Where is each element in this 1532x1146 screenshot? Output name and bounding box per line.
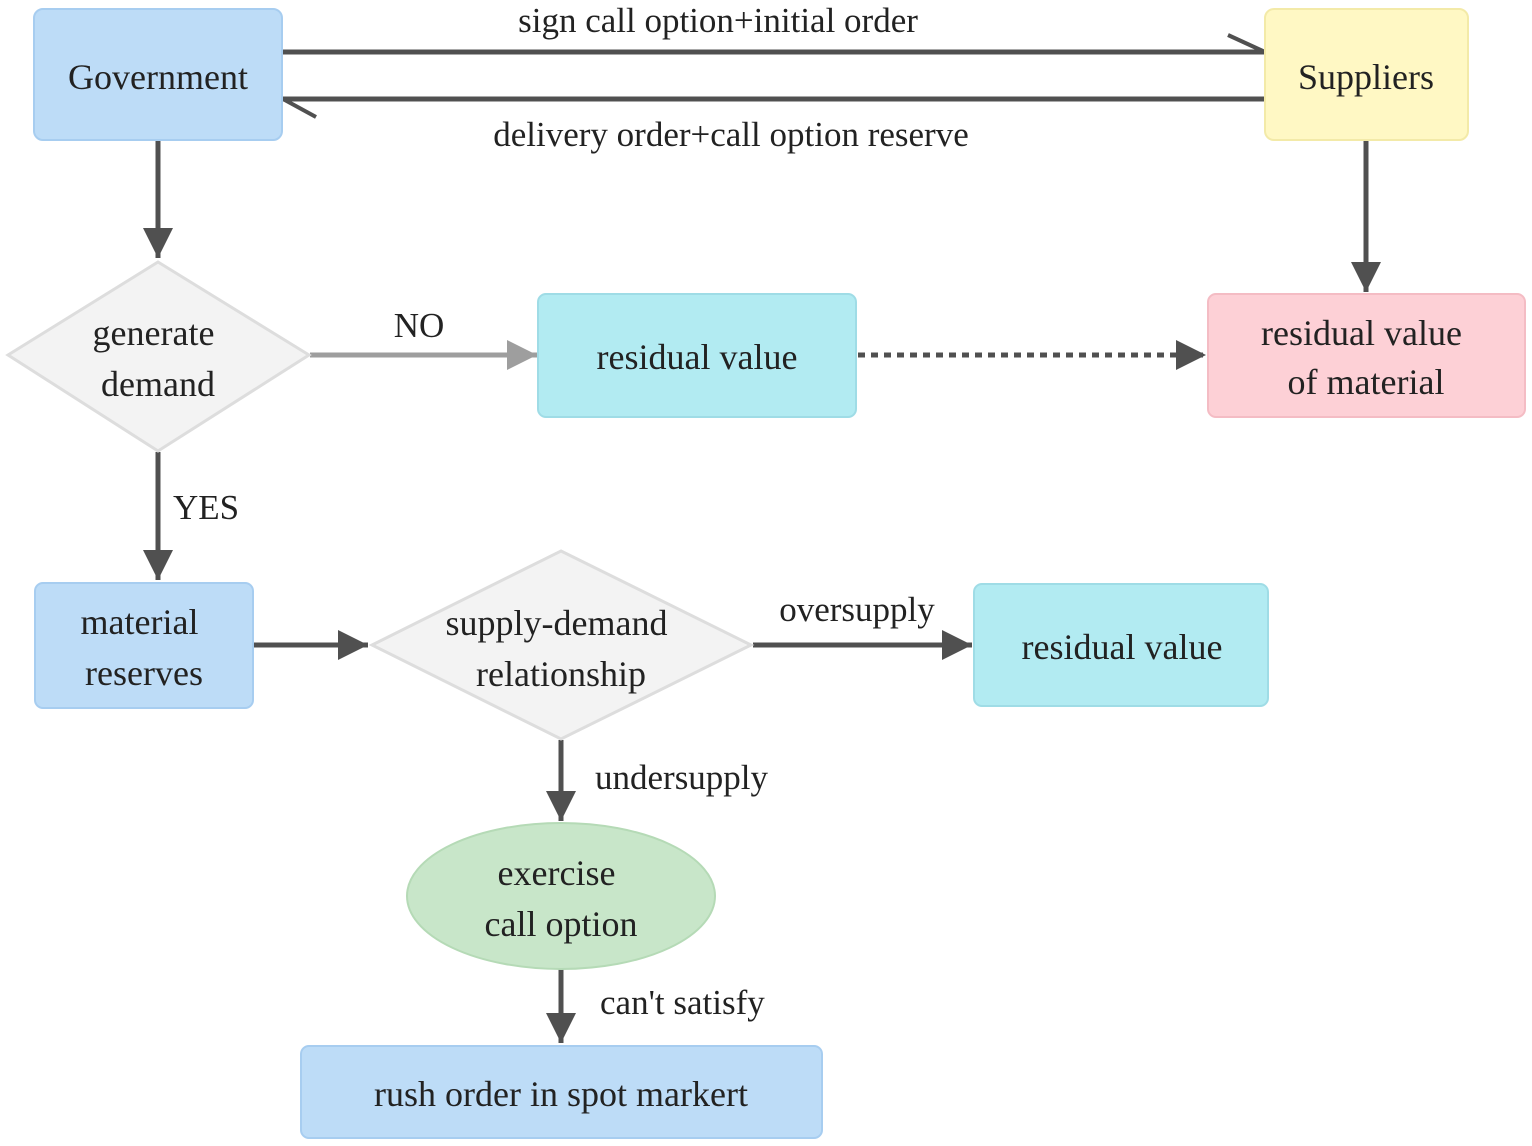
edge-label-oversupply: oversupply — [779, 590, 935, 629]
svg-text:residual value: residual value — [1022, 627, 1223, 667]
edge-label-no: NO — [394, 306, 445, 345]
svg-text:residual value of materi: residual value of material — [1261, 313, 1471, 402]
edge-label-sign-call-option: sign call option+initial order — [518, 1, 918, 40]
svg-text:material reserves: material reserves — [81, 602, 208, 693]
node-government: Government — [33, 8, 283, 141]
svg-text:generate demand: generate demand — [93, 313, 224, 404]
edge-label-cant-satisfy: can't satisfy — [600, 983, 765, 1022]
svg-text:supply-demand relationsh: supply-demand relationship — [446, 603, 677, 694]
node-supply-demand-relationship: supply-demand relationship — [368, 549, 755, 741]
edge-label-yes: YES — [173, 488, 239, 527]
edge-delivery-order — [282, 96, 1265, 119]
node-residual-value-2: residual value — [973, 583, 1269, 707]
svg-text:rush order in spot markert: rush order in spot markert — [374, 1074, 748, 1114]
svg-text:Suppliers: Suppliers — [1298, 57, 1434, 97]
svg-text:Government: Government — [68, 57, 248, 97]
node-generate-demand: generate demand — [5, 260, 312, 453]
svg-text:residual value: residual value — [597, 337, 798, 377]
node-rush-order: rush order in spot markert — [300, 1045, 823, 1139]
edge-sign-call-option — [283, 33, 1266, 55]
edge-label-undersupply: undersupply — [595, 758, 769, 797]
edge-label-delivery-order: delivery order+call option reserve — [493, 115, 969, 154]
node-suppliers: Suppliers — [1264, 8, 1469, 141]
node-material-reserves: material reserves — [34, 582, 254, 709]
node-residual-value-of-material: residual value of material — [1207, 293, 1526, 418]
node-exercise-call-option: exercise call option — [406, 822, 716, 970]
svg-text:exercise call option: exercise call option — [485, 853, 638, 944]
node-residual-value-1: residual value — [537, 293, 857, 418]
